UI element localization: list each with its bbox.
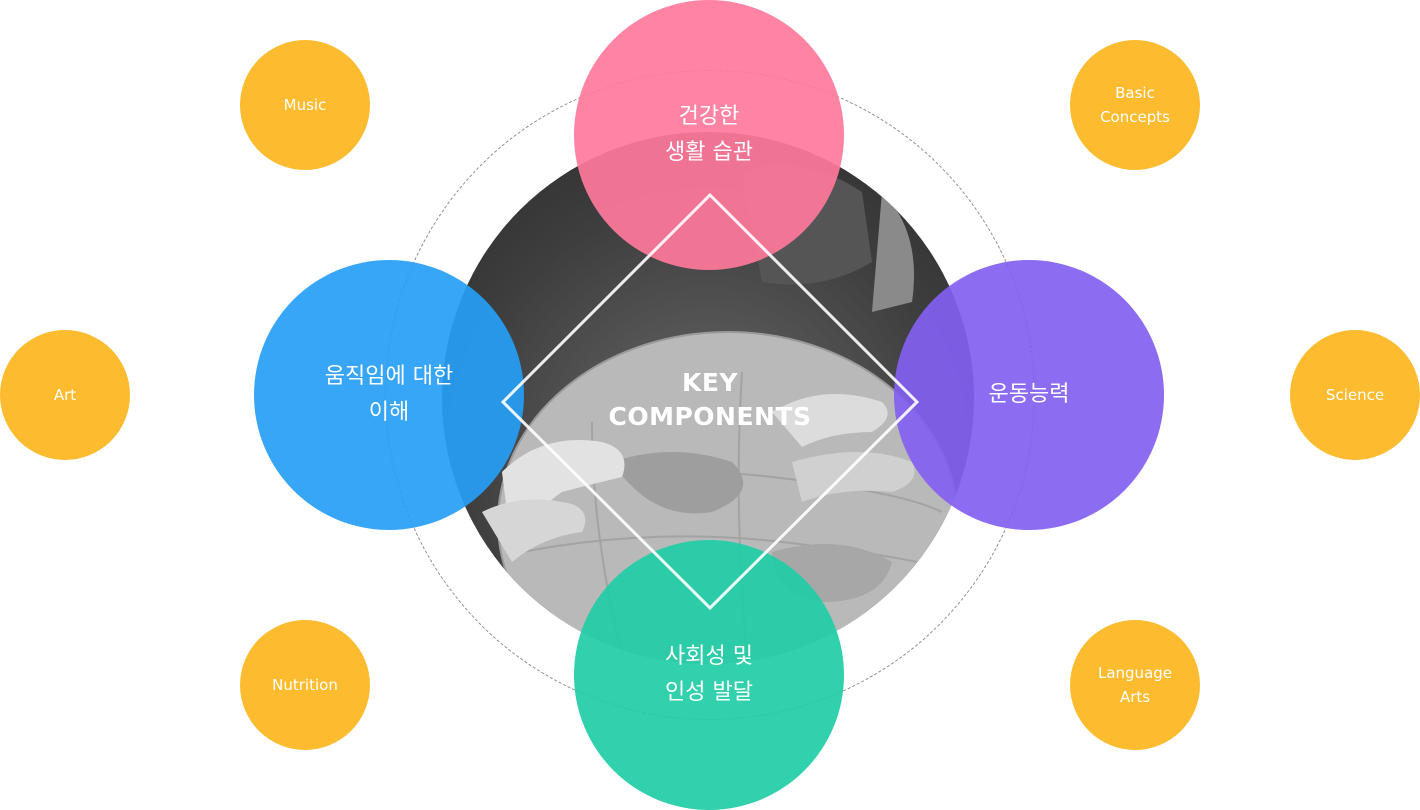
component-social-character-label: 사회성 및 인성 발달 xyxy=(665,644,753,705)
subject-basic-concepts: Basic Concepts xyxy=(1070,40,1200,170)
subject-language-arts: Language Arts xyxy=(1070,620,1200,750)
center-title-text: KEY COMPONENTS xyxy=(608,368,812,431)
subject-language-arts-label: Language Arts xyxy=(1097,664,1173,706)
subject-music: Music xyxy=(240,40,370,170)
subject-art: Art xyxy=(0,330,130,460)
component-social-character: 사회성 및 인성 발달 xyxy=(574,540,844,810)
subject-nutrition: Nutrition xyxy=(240,620,370,750)
subject-art-label: Art xyxy=(53,386,77,404)
component-movement-understanding-label: 움직임에 대한 이해 xyxy=(324,364,454,425)
subject-science-label: Science xyxy=(1325,386,1385,404)
component-healthy-habits-label: 건강한 생활 습관 xyxy=(665,104,753,165)
subject-basic-concepts-label: Basic Concepts xyxy=(1100,84,1170,126)
component-healthy-habits: 건강한 생활 습관 xyxy=(574,0,844,270)
component-motor-skills: 운동능력 xyxy=(894,260,1164,530)
subject-nutrition-label: Nutrition xyxy=(272,676,338,694)
component-movement-understanding: 움직임에 대한 이해 xyxy=(254,260,524,530)
subject-music-label: Music xyxy=(283,96,327,114)
component-motor-skills-label: 운동능력 xyxy=(988,382,1070,407)
subject-science: Science xyxy=(1290,330,1420,460)
center-title: KEY COMPONENTS xyxy=(580,355,840,445)
